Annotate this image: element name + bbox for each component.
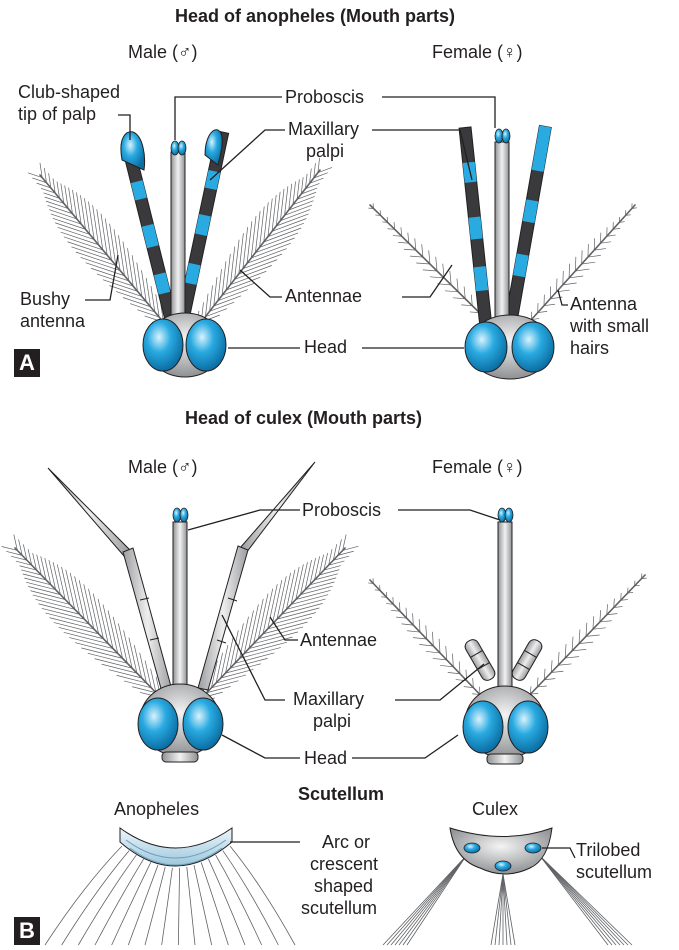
culex-female-proboscis bbox=[498, 508, 513, 700]
culex-male-palp-left bbox=[48, 468, 172, 692]
label-head-a: Head bbox=[304, 337, 347, 358]
antenna-hair-layer bbox=[2, 158, 647, 945]
scutellum-culex-heading: Culex bbox=[472, 799, 518, 820]
scutellum-anopheles-heading: Anopheles bbox=[114, 799, 199, 820]
culex-female-heading: Female (♀) bbox=[432, 457, 523, 478]
label-antenna-small-line3: hairs bbox=[570, 338, 609, 359]
label-antennae-a: Antennae bbox=[285, 286, 362, 307]
anopheles-male-proboscis bbox=[171, 141, 186, 322]
label-trilobed-line1: Trilobed bbox=[576, 840, 640, 861]
label-bushy-antenna-line1: Bushy bbox=[20, 289, 70, 310]
panel-b-badge: B bbox=[14, 917, 40, 945]
anopheles-female-palp-left bbox=[459, 127, 493, 337]
label-arc-line4: scutellum bbox=[301, 898, 377, 919]
label-maxillary-b-line1: Maxillary bbox=[293, 689, 364, 710]
scutellum-title: Scutellum bbox=[298, 784, 384, 805]
label-maxillary-b-line2: palpi bbox=[313, 711, 351, 732]
culex-scutellum bbox=[450, 828, 552, 874]
label-trilobed-line2: scutellum bbox=[576, 862, 652, 883]
label-maxillary-a-line2: palpi bbox=[306, 141, 344, 162]
label-antennae-b: Antennae bbox=[300, 630, 377, 651]
label-proboscis-a: Proboscis bbox=[285, 87, 364, 108]
anopheles-female-head bbox=[465, 315, 554, 379]
label-club-shaped-line2: tip of palp bbox=[18, 104, 96, 125]
label-bushy-antenna-line2: antenna bbox=[20, 311, 85, 332]
label-antenna-small-line2: with small bbox=[570, 316, 649, 337]
label-club-shaped-line1: Club-shaped bbox=[18, 82, 120, 103]
label-arc-line3: shaped bbox=[314, 876, 373, 897]
anopheles-male-head bbox=[143, 313, 226, 377]
culex-female-antenna-right bbox=[520, 574, 646, 705]
label-maxillary-a-line1: Maxillary bbox=[288, 119, 359, 140]
anopheles-male-palp-left bbox=[121, 132, 179, 329]
panel-b-title: Head of culex (Mouth parts) bbox=[185, 408, 422, 429]
anopheles-female-proboscis bbox=[495, 129, 510, 322]
label-antenna-small-line1: Antenna bbox=[570, 294, 637, 315]
anopheles-scutellum bbox=[120, 828, 232, 866]
panel-a-badge: A bbox=[14, 349, 40, 377]
label-arc-line1: Arc or bbox=[322, 832, 370, 853]
culex-male-heading: Male (♂) bbox=[128, 457, 198, 478]
label-head-b: Head bbox=[304, 748, 347, 769]
label-proboscis-b: Proboscis bbox=[302, 500, 381, 521]
anopheles-female-heading: Female (♀) bbox=[432, 42, 523, 63]
anopheles-male-heading: Male (♂) bbox=[128, 42, 198, 63]
culex-female-head bbox=[463, 686, 548, 764]
label-arc-line2: crescent bbox=[310, 854, 378, 875]
panel-a-title: Head of anopheles (Mouth parts) bbox=[175, 6, 455, 27]
culex-male-proboscis bbox=[173, 508, 188, 697]
